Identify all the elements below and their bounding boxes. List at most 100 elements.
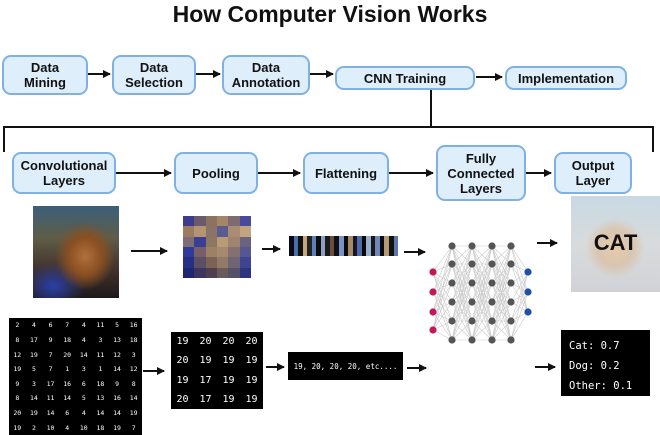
matrix-cell: 16 bbox=[129, 321, 138, 330]
nn-node bbox=[468, 242, 476, 250]
pooled-pixel bbox=[183, 236, 195, 247]
layer-convolutional: Convolutional Layers bbox=[12, 152, 116, 194]
layer-fully-connected: Fully Connected Layers bbox=[436, 145, 526, 201]
matrix-cell: 6 bbox=[48, 321, 53, 330]
flat-pixel bbox=[348, 236, 353, 256]
nn-node bbox=[524, 308, 532, 316]
matrix-cell: 14 bbox=[30, 394, 38, 403]
nn-edge bbox=[432, 245, 453, 331]
flat-pixel bbox=[302, 236, 308, 256]
nn-edge bbox=[451, 282, 473, 341]
cat-output-photo bbox=[571, 196, 660, 292]
nn-edge bbox=[471, 282, 493, 341]
flat-pixel bbox=[384, 236, 390, 256]
nn-edge bbox=[471, 245, 493, 265]
matrix-cell: 9 bbox=[115, 379, 120, 388]
matrix-cell: 12 bbox=[13, 350, 22, 359]
pooled-pixel bbox=[194, 257, 206, 268]
pooled-cell: 20 bbox=[245, 336, 258, 348]
nn-edge bbox=[471, 245, 493, 341]
nn-edge bbox=[451, 245, 473, 322]
flat-pixel bbox=[343, 236, 349, 256]
matrix-cell: 7 bbox=[48, 365, 53, 374]
pooled-cell: 20 bbox=[176, 355, 189, 367]
pooled-pixel bbox=[205, 257, 217, 268]
matrix-cell: 4 bbox=[81, 321, 86, 330]
nn-edge bbox=[491, 282, 512, 341]
nn-node bbox=[468, 260, 476, 268]
pooled-cell: 19 bbox=[176, 374, 189, 386]
pooled-pixel bbox=[205, 246, 217, 258]
matrix-cell: 4 bbox=[65, 423, 70, 432]
bracket-right-end bbox=[431, 126, 654, 152]
pooled-cell: 19 bbox=[245, 393, 258, 405]
nn-edge bbox=[432, 282, 453, 331]
matrix-cell: 19 bbox=[30, 409, 38, 418]
flat-pixel bbox=[357, 236, 362, 256]
pooled-pixel bbox=[183, 216, 195, 227]
matrix-cell: 2 bbox=[31, 423, 36, 432]
flat-pixel bbox=[339, 236, 344, 256]
prediction-label: CAT bbox=[593, 230, 638, 255]
matrix-cell: 14 bbox=[46, 409, 55, 418]
step-data-selection: Data Selection bbox=[112, 55, 196, 95]
step-data-mining: Data Mining bbox=[2, 55, 88, 95]
nn-node bbox=[468, 336, 476, 344]
matrix-cell: 9 bbox=[15, 379, 20, 388]
matrix-cell: 6 bbox=[65, 409, 70, 418]
matrix-cell: 6 bbox=[81, 379, 86, 388]
flat-pixel bbox=[293, 236, 299, 256]
pooled-pixel bbox=[205, 226, 217, 237]
nn-edge bbox=[510, 291, 529, 341]
pooled-pixel bbox=[194, 246, 206, 258]
nn-edge bbox=[510, 311, 529, 341]
nn-edge bbox=[510, 271, 529, 322]
nn-node bbox=[429, 308, 437, 316]
matrix-cell: 3 bbox=[31, 379, 36, 388]
nn-edge bbox=[491, 301, 512, 341]
matrix-cell: 16 bbox=[113, 394, 121, 403]
pooled-pixel bbox=[183, 267, 195, 278]
step-cnn-training: CNN Training bbox=[335, 66, 475, 90]
pooled-pixel bbox=[183, 257, 195, 268]
nn-edge bbox=[471, 263, 493, 341]
matrix-cell: 4 bbox=[81, 335, 86, 344]
nn-edge bbox=[432, 263, 453, 331]
pooled-cell: 19 bbox=[222, 374, 235, 386]
nn-node bbox=[507, 242, 515, 250]
matrix-cell: 7 bbox=[48, 350, 53, 359]
nn-edge bbox=[471, 301, 493, 341]
matrix-cell: 12 bbox=[129, 365, 138, 374]
pooled-pixel bbox=[239, 257, 251, 268]
nn-edge bbox=[491, 245, 512, 265]
matrix-cell: 7 bbox=[131, 423, 136, 432]
matrix-cell: 19 bbox=[129, 409, 138, 418]
nn-edge bbox=[451, 245, 473, 265]
nn-node bbox=[507, 279, 515, 287]
matrix-cell: 7 bbox=[65, 321, 70, 330]
nn-node bbox=[468, 317, 476, 325]
flat-pixel bbox=[307, 236, 312, 256]
matrix-cell: 10 bbox=[46, 423, 55, 432]
matrix-cell: 3 bbox=[81, 365, 86, 374]
pooled-pixel bbox=[194, 226, 206, 237]
flattened-pixel-strip bbox=[289, 236, 398, 256]
pooled-cell: 19 bbox=[222, 393, 235, 405]
matrix-cell: 18 bbox=[96, 379, 105, 388]
nn-edge bbox=[451, 301, 473, 341]
pooled-cell: 17 bbox=[199, 374, 212, 386]
matrix-cell: 11 bbox=[46, 394, 55, 403]
nn-edge bbox=[471, 320, 493, 341]
matrix-cell: 1 bbox=[98, 365, 103, 374]
matrix-cell: 18 bbox=[96, 423, 105, 432]
matrix-cell: 1 bbox=[65, 365, 70, 374]
nn-node bbox=[448, 242, 456, 250]
pooled-pixel bbox=[205, 216, 217, 227]
matrix-cell: 14 bbox=[96, 409, 105, 418]
matrix-cell: 10 bbox=[79, 423, 88, 432]
